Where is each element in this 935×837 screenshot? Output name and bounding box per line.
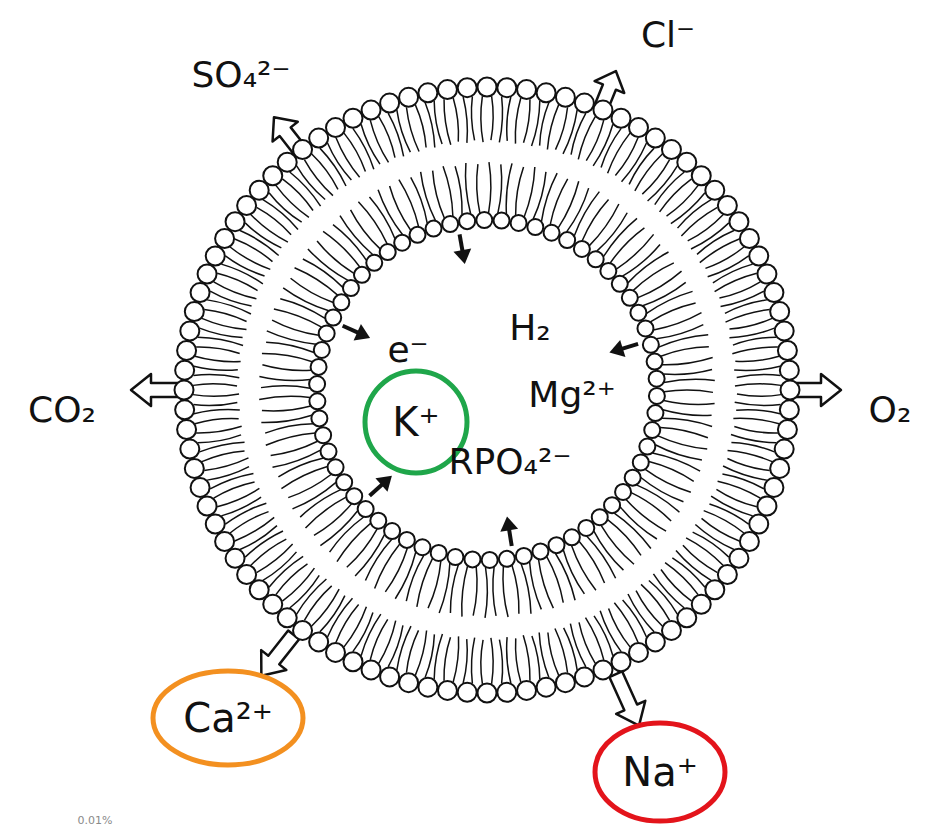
ion-label: e⁻ xyxy=(387,329,428,370)
label-position: CO₂ xyxy=(28,389,96,430)
lipid-tails xyxy=(193,96,781,684)
lipid-heads xyxy=(175,78,800,703)
label-position: 0.01% xyxy=(78,809,113,828)
text-position: e⁻ xyxy=(387,329,428,370)
watermark-text: 0.01% xyxy=(78,815,113,828)
release-arrow xyxy=(261,631,299,676)
highlight-ring xyxy=(595,723,725,821)
ion-label: RPO₄²⁻ xyxy=(449,441,572,482)
ion-label: CO₂ xyxy=(28,389,96,430)
text-position: RPO₄²⁻ xyxy=(449,441,572,482)
cell-membrane: e⁻ H₂ Mg²⁺ RPO₄²⁻K⁺ xyxy=(172,75,802,705)
text-position: Na⁺ xyxy=(622,749,698,795)
ion-label: Na⁺ xyxy=(622,749,698,795)
ion-label: Ca²⁺ xyxy=(183,695,273,741)
release-arrow xyxy=(609,671,645,725)
ion-label: H₂ xyxy=(509,307,551,348)
ion-label: SO₄²⁻ xyxy=(191,54,290,95)
highlight-circle: Ca²⁺ xyxy=(150,668,306,768)
text-position: Ca²⁺ xyxy=(183,695,273,741)
text-position: H₂ xyxy=(509,307,551,348)
label-position: SO₄²⁻ xyxy=(191,54,290,95)
highlight-ring xyxy=(365,371,467,473)
ion-label: O₂ xyxy=(869,389,912,430)
highlight-circle: Na⁺ xyxy=(592,720,728,824)
uptake-arrows xyxy=(343,234,638,546)
ion-label: Mg²⁺ xyxy=(528,374,615,415)
label-position: Cl⁻ xyxy=(641,14,695,55)
label-position: O₂ xyxy=(869,389,912,430)
text-position: Mg²⁺ xyxy=(528,374,615,415)
lipid-bilayer xyxy=(172,75,802,705)
ion-label: K⁺ xyxy=(392,399,439,445)
text-position: K⁺ xyxy=(392,399,439,445)
ion-label: Cl⁻ xyxy=(641,14,695,55)
highlight-ring xyxy=(153,671,303,765)
